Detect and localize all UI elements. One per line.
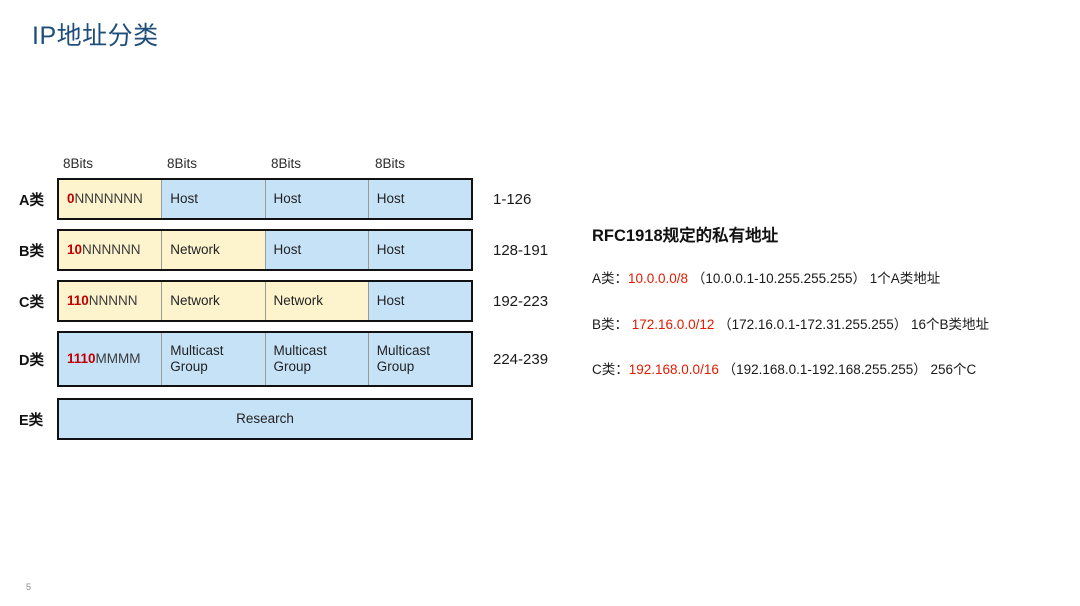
page-title: IP地址分类	[32, 22, 159, 50]
cell-C类-4: Host	[368, 282, 471, 320]
bits-label-4: 8Bits	[375, 156, 406, 171]
cell-text: Research	[236, 411, 294, 427]
bits-header-row: 8Bits 8Bits 8Bits 8Bits	[57, 156, 473, 178]
range-A类: 1-126	[493, 190, 532, 208]
private-class-label: C类：	[592, 362, 629, 378]
class-label-A类: A类	[19, 192, 44, 209]
cell-D类-3: Multicast Group	[265, 333, 369, 385]
private-cidr: 10.0.0.0/8	[628, 271, 689, 286]
private-class-label: A类：	[592, 271, 629, 286]
private-range: （172.16.0.1-172.31.255.255）	[714, 316, 908, 332]
cell-C类-3: Network	[265, 282, 369, 320]
bits-rest: NNNNNNN	[74, 191, 143, 207]
private-address-line-3: C类：192.168.0.0/16 （192.168.0.1-192.168.2…	[592, 361, 1062, 379]
class-label-B类: B类	[19, 243, 44, 260]
private-class-label: B类：	[592, 316, 632, 332]
private-address-line-1: A类：10.0.0.0/8 （10.0.0.1-10.255.255.255） …	[592, 270, 1062, 288]
bits-label-3: 8Bits	[271, 156, 302, 171]
private-range: （192.168.0.1-192.168.255.255）	[718, 362, 927, 378]
cell-D类-2: Multicast Group	[162, 333, 266, 385]
range-C类: 192-223	[493, 292, 549, 310]
panel-heading: RFC1918规定的私有地址	[592, 227, 779, 245]
bits-rest: MMMM	[95, 351, 141, 367]
private-cidr: 172.16.0.0/12	[631, 316, 715, 332]
cell-text: Network	[273, 293, 324, 309]
cell-text: Host	[273, 242, 302, 258]
cell-B类-2: Network	[162, 231, 266, 269]
private-count: 16个B类地址	[907, 316, 990, 332]
cell-text: Network	[170, 242, 220, 258]
cell-text: Host	[170, 191, 199, 207]
private-address-panel: RFC1918规定的私有地址 A类：10.0.0.0/8 （10.0.0.1-1…	[592, 222, 1062, 379]
private-address-line-2: B类： 172.16.0.0/12 （172.16.0.1-172.31.255…	[592, 316, 1062, 334]
cell-C类-2: Network	[162, 282, 266, 320]
page-number: 5	[26, 582, 32, 592]
cell-B类-4: Host	[368, 231, 471, 269]
bits-label-2: 8Bits	[167, 156, 198, 171]
private-range: （10.0.0.1-10.255.255.255）	[688, 271, 866, 286]
cell-text: Multicast Group	[376, 343, 431, 374]
cell-E类-1: Research	[59, 400, 471, 438]
bits-label-1: 8Bits	[63, 156, 94, 171]
cell-text: Host	[376, 242, 405, 258]
cell-A类-3: Host	[265, 180, 369, 218]
bits-rest: NNNNN	[88, 293, 138, 309]
bits-prefix: 1110	[67, 351, 96, 367]
range-B类: 128-191	[493, 241, 549, 259]
class-label-D类: D类	[19, 352, 44, 369]
class-row-E类: E类 Research	[0, 398, 560, 440]
panel-lines-container: A类：10.0.0.0/8 （10.0.0.1-10.255.255.255） …	[592, 270, 1062, 379]
private-cidr: 192.168.0.0/16	[628, 362, 719, 378]
cell-A类-4: Host	[368, 180, 471, 218]
bits-prefix: 110	[67, 293, 89, 309]
range-D类: 224-239	[493, 350, 549, 368]
class-bar-E类: Research	[57, 398, 473, 440]
cell-text: Multicast Group	[273, 343, 327, 374]
cell-D类-4: Multicast Group	[368, 333, 471, 385]
cell-text: Multicast Group	[170, 343, 224, 374]
class-label-E类: E类	[19, 412, 44, 429]
cell-text: Network	[170, 293, 220, 309]
class-label-C类: C类	[19, 294, 44, 311]
bits-rest: NNNNNN	[82, 242, 141, 258]
private-count: 1个A类地址	[865, 271, 941, 286]
cell-text: Host	[273, 191, 302, 207]
cell-A类-2: Host	[162, 180, 266, 218]
cell-text: Host	[376, 191, 405, 207]
bits-prefix: 0	[67, 191, 75, 207]
private-count: 256个C	[926, 362, 977, 378]
cell-text: Host	[376, 293, 405, 309]
bits-prefix: 10	[67, 242, 83, 258]
cell-B类-3: Host	[265, 231, 369, 269]
